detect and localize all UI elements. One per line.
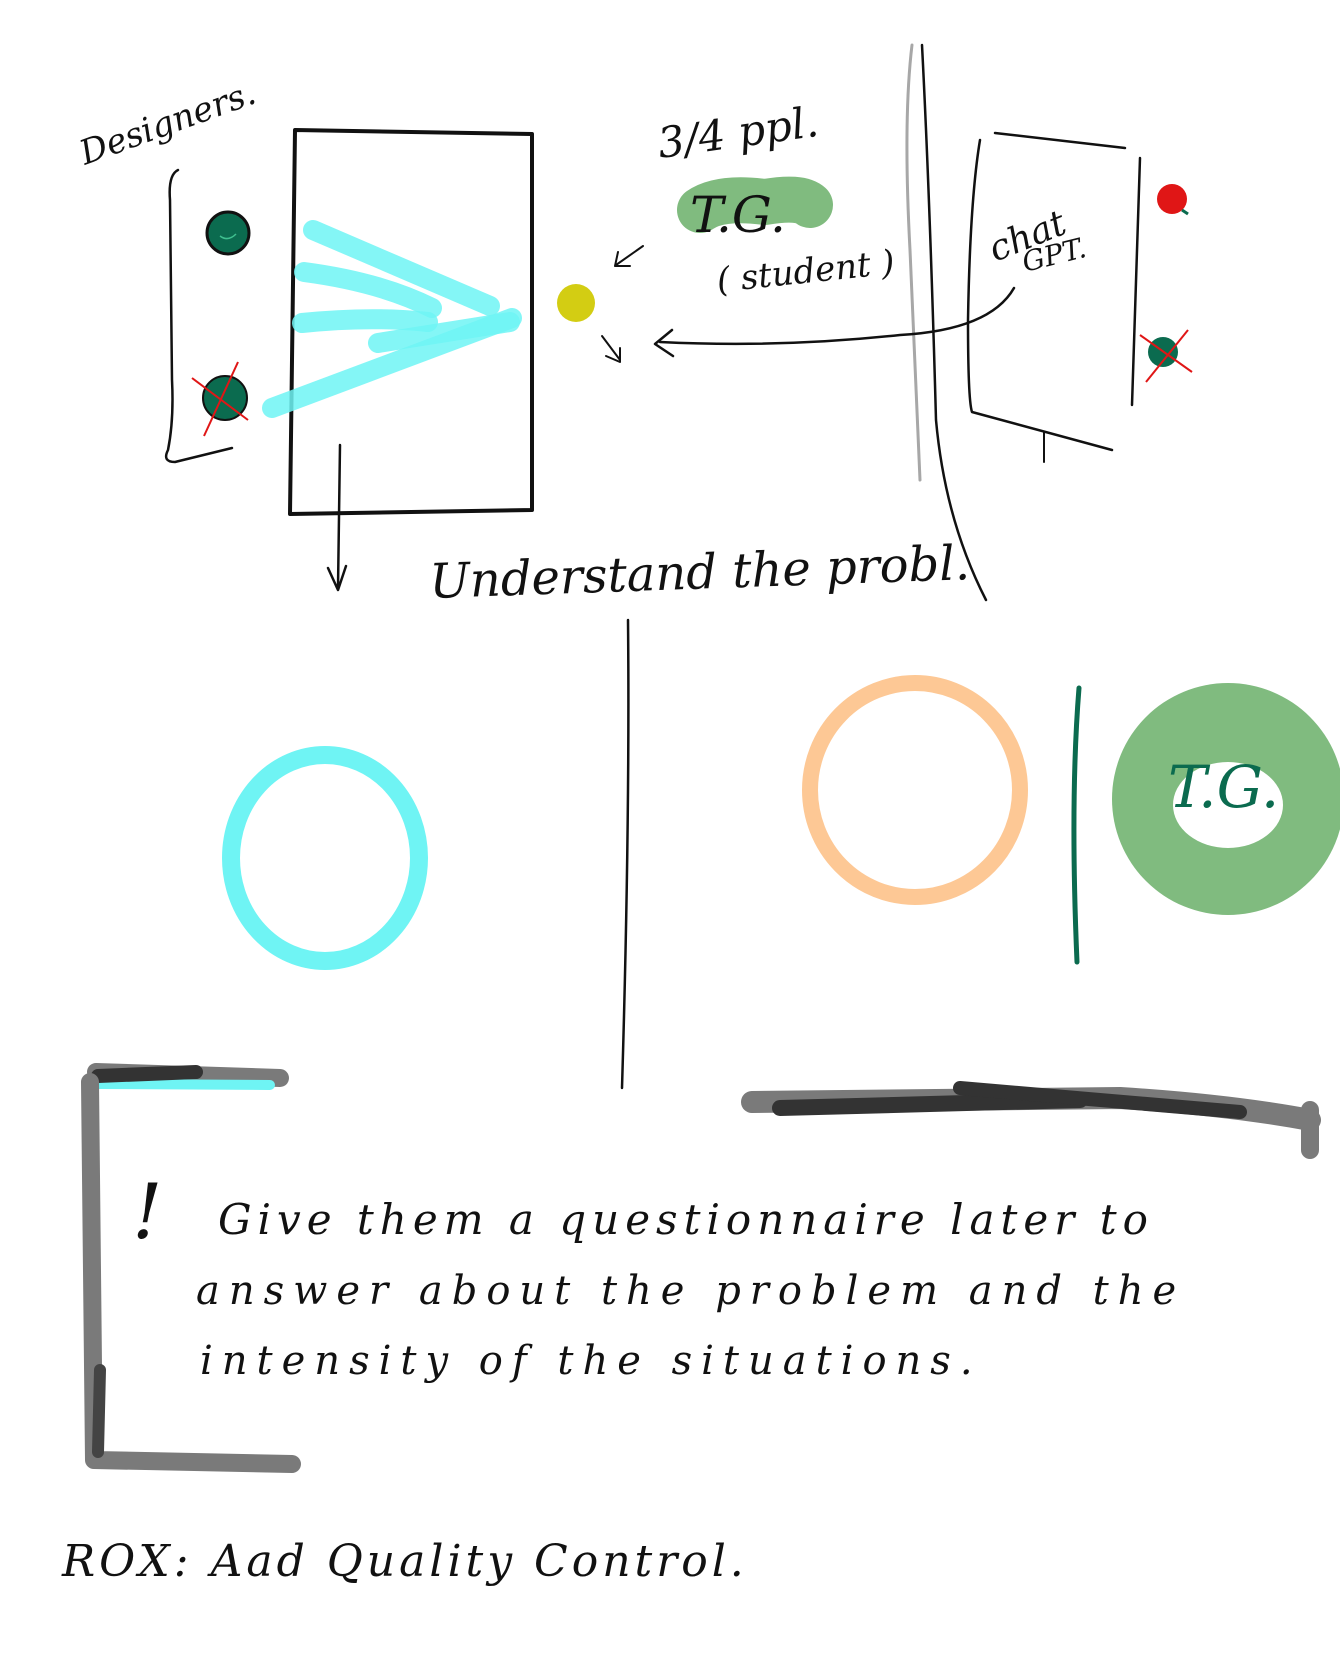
note-line-1: Give them a questionnaire later to [218,1195,1154,1244]
understand-label: Understand the probl. [428,535,970,610]
designer-dot-2-crossed [191,361,249,437]
designer-dot-1 [205,210,251,256]
ratio-label: 3/4 ppl. [655,97,822,168]
tg-circle-label: T.G. [1168,753,1279,821]
main-box [288,128,534,516]
note-bracket [81,1063,301,1473]
green-dot-crossed [1139,329,1193,383]
small-arrow-down [601,335,621,363]
right-marker-bar [741,1081,1321,1159]
chatgpt-box [966,131,1142,452]
cyan-circle [222,746,428,970]
down-arrow [326,443,348,592]
rox-label: ROX: Aad Quality Control. [61,1536,748,1587]
small-arrow-up [614,245,644,267]
designers-label: Designers. [73,73,261,174]
red-dot [1157,184,1189,216]
note-exclamation: ! [132,1167,163,1256]
cyan-strokes [262,220,522,418]
tg-top-bubble: T.G. [677,176,833,244]
designers-bracket [164,168,234,464]
chatgpt-arrow [653,286,1016,358]
yellow-dot [557,284,595,322]
peach-circle [802,675,1028,905]
separator-lines [905,43,988,602]
green-divider [1071,685,1082,965]
center-divider [620,618,630,1090]
student-label: ( student ) [715,243,897,301]
note-line-2: answer about the problem and the [196,1268,1185,1314]
note-line-3: intensity of the situations. [200,1338,982,1384]
tg-circle: T.G. [1112,683,1340,915]
tg-top-label: T.G. [690,186,786,244]
